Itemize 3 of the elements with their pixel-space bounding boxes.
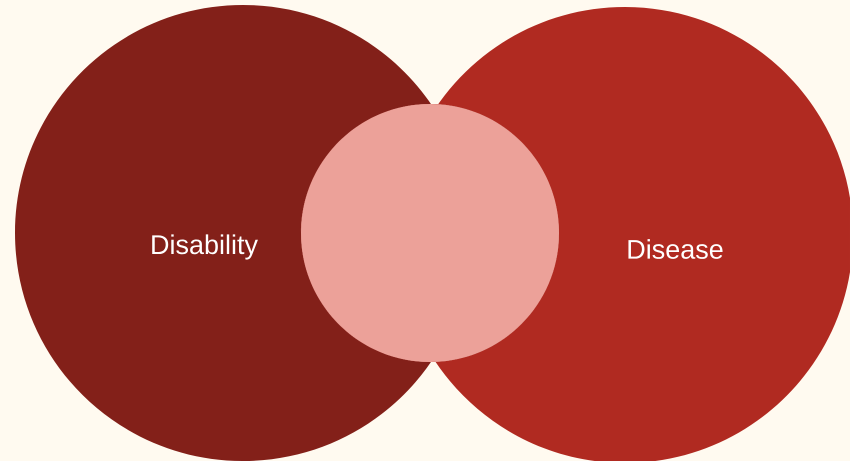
circle-label: Disease: [628, 239, 723, 259]
circle-label: Disability: [152, 234, 258, 260]
circle: [301, 104, 559, 362]
